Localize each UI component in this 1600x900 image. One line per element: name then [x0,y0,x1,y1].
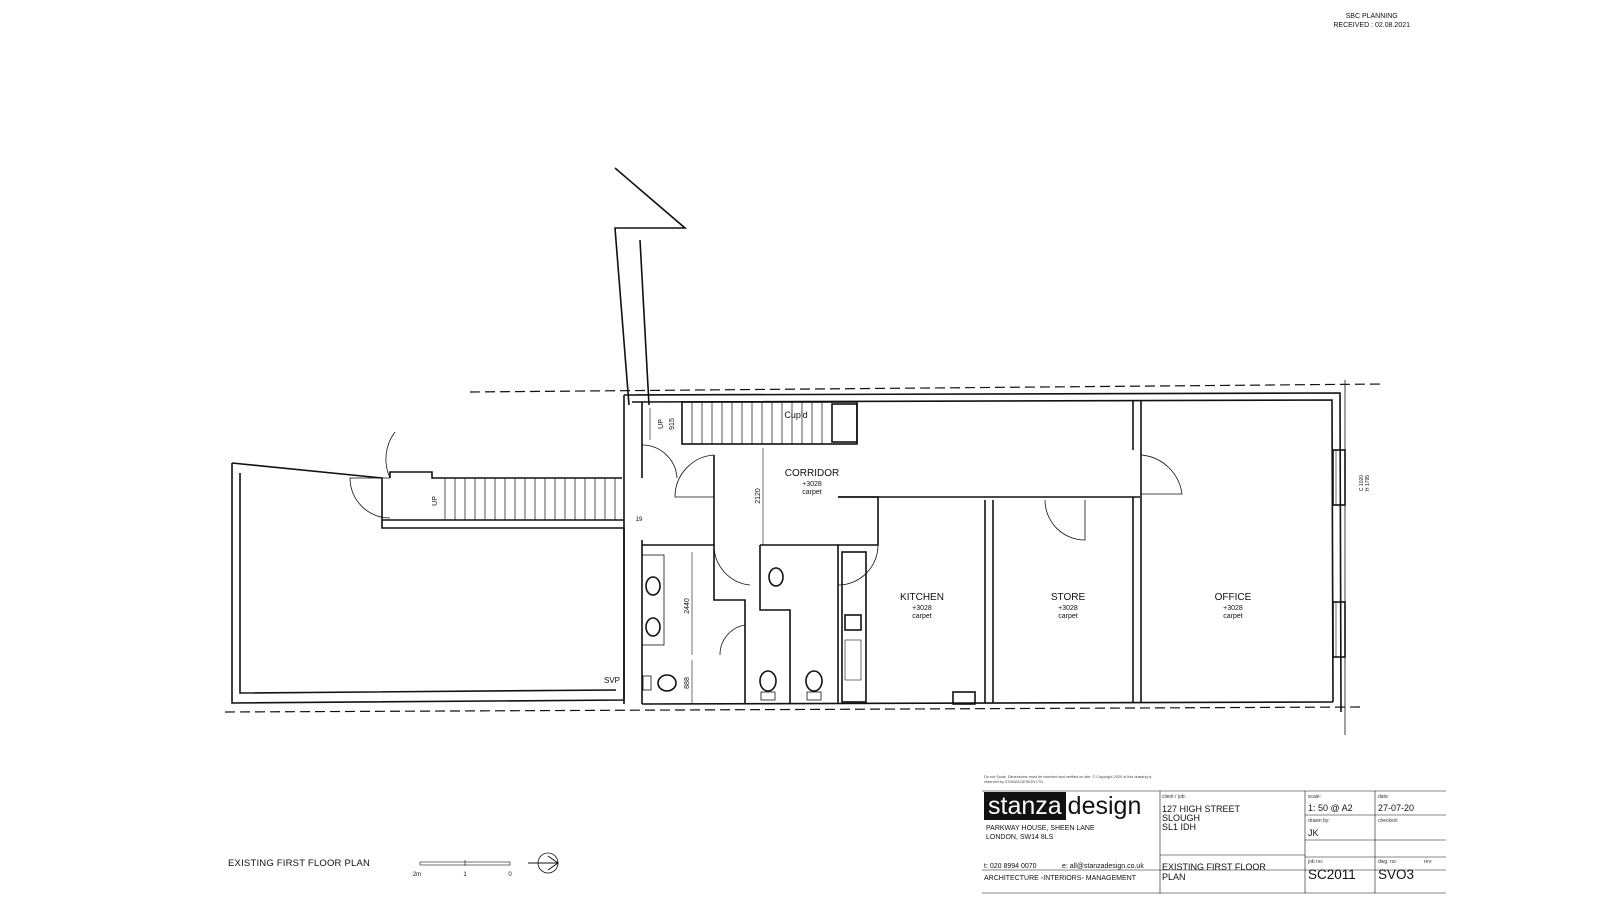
step-label: 19 [636,517,643,523]
corridor-level: +3028 [802,481,822,488]
corridor-finish: carpet [802,489,822,496]
basin-3 [768,567,784,587]
address-line-2: LONDON, SW14 8LS [986,834,1054,841]
scale-bar-2m: 2m [413,872,421,878]
logo-part-b: design [1067,792,1142,820]
office-finish: carpet [1223,613,1243,620]
terrace-inner [239,473,617,694]
up-label-upper: UP [658,419,665,429]
title-block-frame [982,790,1446,894]
wc-door-2 [719,624,746,656]
kitchen-notch [952,691,976,705]
disclaimer-text: Do not Scale. Dimensions must be checked… [984,775,1152,784]
kitchen-door [837,544,879,586]
drawing-title: EXISTING FIRST FLOOR PLAN [1162,862,1266,882]
title-block: Do not Scale. Dimensions must be checked… [982,775,1446,893]
left-stair-treads [444,478,616,520]
projection-wall-b [639,239,650,406]
client-line-3: SL1 IDH [1162,822,1197,832]
client-address: 127 HIGH STREET SLOUGH SL1 IDH [1162,805,1240,832]
wc-partition-c [759,545,791,704]
cupboard-label: Cup'd [784,410,807,420]
office-door [1140,454,1183,495]
telephone: t: 020 8994 0070 [984,863,1037,870]
store-finish: carpet [1058,613,1078,620]
upper-stair [681,401,858,445]
store-label: STORE [1051,592,1086,603]
svp-label: SVP [604,676,620,685]
bottom-wall [641,701,1334,705]
left-door-swing-2 [349,477,391,519]
office-level: +3028 [1223,605,1243,612]
stamp-line-1: SBC PLANNING [1345,13,1398,20]
wc-3 [805,670,823,692]
store-door [1044,499,1086,541]
kitchen-sink [844,614,862,631]
stanza-design-logo: stanza design [984,792,1143,820]
client-line-1: 127 HIGH STREET [1162,804,1241,814]
building-outer-wall-b [631,399,1334,703]
corridor-door [674,454,715,498]
date-value: 27-07-20 [1378,803,1415,813]
checked-label: checked: [1378,818,1399,824]
window-tag-1: C 1020 [1359,475,1365,491]
building-outer-wall [623,392,1342,713]
site-boundary-top [469,383,1386,393]
client-label: client / job: [1162,794,1186,800]
scale-label: scale: [1308,794,1322,800]
drawing-title-1: EXISTING FIRST FLOOR [1162,862,1266,872]
drawing-number-label: dwg. no: [1378,859,1397,865]
wc-2 [759,670,777,692]
kitchen-finish: carpet [912,613,932,620]
job-number: SC2011 [1308,867,1356,882]
kitchen-worktop [841,551,867,703]
left-stair-wall [389,471,622,479]
kitchen-level: +3028 [912,605,932,612]
office-label: OFFICE [1215,592,1252,603]
window-tag-2: H 1795 [1365,475,1371,491]
basin-counter [641,554,665,646]
job-number-label: job no: [1308,859,1324,865]
window-lower [1332,601,1346,658]
dim-2440: 2440 [684,598,691,614]
up-label-left: UP [432,496,439,506]
wc-1 [657,674,677,692]
drawn-label: drawn by: [1308,818,1330,824]
revision-label: rev: [1424,859,1433,865]
basin-2 [645,617,661,637]
left-door-swing [385,431,396,479]
planning-stamp: SBC PLANNING RECEIVED : 02.08.2021 [1333,12,1410,30]
email: e: all@stanzadesign.co.uk [1062,863,1144,870]
stamp-line-2: RECEIVED : 02.08.2021 [1333,22,1410,29]
date-label: date: [1378,794,1390,800]
address-line-1: PARKWAY HOUSE, SHEEN LANE [986,825,1095,832]
drawing-number: SVO3 [1378,867,1415,882]
logo-part-a: stanza [984,792,1066,820]
basin-1 [645,576,661,596]
dim-888: 888 [684,677,691,689]
client-line-2: SLOUGH [1162,813,1201,823]
drawing-title-2: PLAN [1162,872,1186,882]
kitchen-label: KITCHEN [900,592,944,603]
scale-value: 1: 50 @ A2 [1308,803,1353,813]
drawn-value: JK [1308,828,1319,838]
dim-915: 915 [669,418,676,430]
plan-title: EXISTING FIRST FLOOR PLAN [228,858,371,869]
upper-stair-treads [691,402,823,444]
wc-door [713,544,751,586]
corridor-wall-mid [837,496,879,704]
scale-bar-1: 1 [463,872,467,878]
stair-door [641,444,678,479]
corridor-label: CORRIDOR [785,468,839,479]
wc-partition [642,544,746,704]
scale-bar-0: 0 [508,872,512,878]
dim-2120: 2120 [755,488,762,504]
company-tagline: ARCHITECTURE ◦INTERIORS◦ MANAGEMENT [984,875,1136,882]
cupboard [831,403,858,443]
store-level: +3028 [1058,605,1078,612]
projection-wall [614,167,688,406]
window-upper [1332,449,1346,506]
site-boundary-bottom [224,706,1361,713]
